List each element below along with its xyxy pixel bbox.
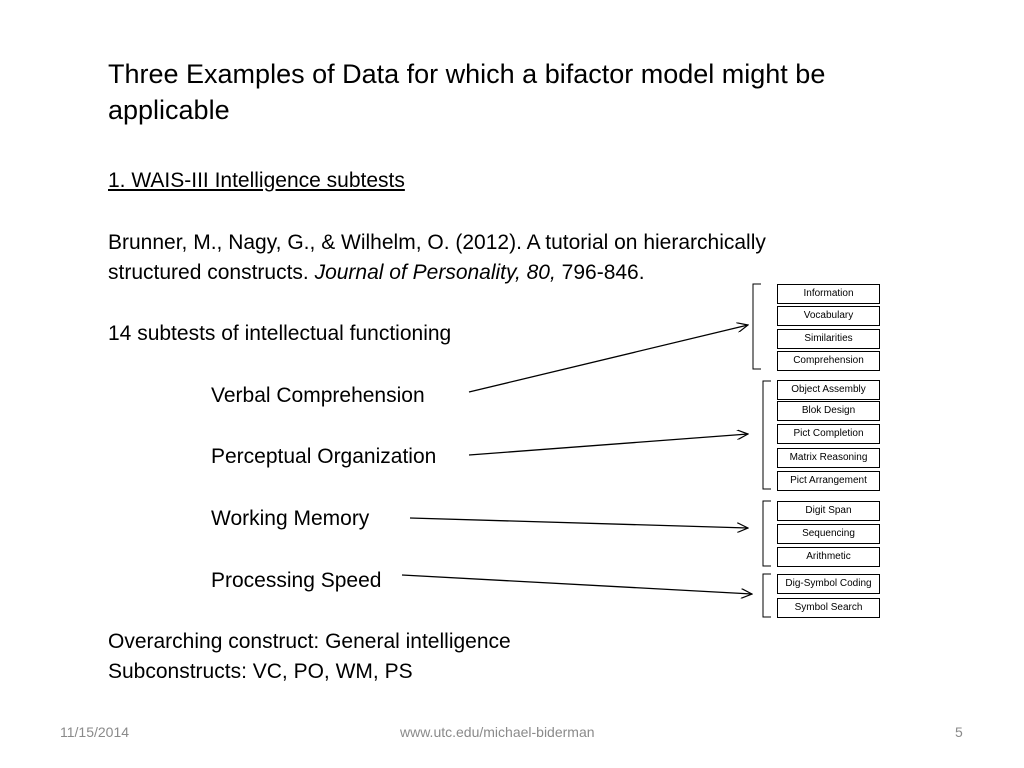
subtest-box: Object Assembly [777,380,880,400]
subtest-box: Symbol Search [777,598,880,618]
slide-title: Three Examples of Data for which a bifac… [108,59,826,125]
subtest-box: Information [777,284,880,304]
citation-text: structured constructs. [108,261,315,284]
subtest-box: Arithmetic [777,547,880,567]
subtest-box: Sequencing [777,524,880,544]
citation-pages: 796-846. [555,261,645,284]
bracket-wm [762,500,771,567]
footer-date: 11/15/2014 [60,724,130,740]
subtest-box: Blok Design [777,401,880,421]
subtest-box: Dig-Symbol Coding [777,574,880,594]
arrow-ps [401,574,752,594]
arrow-po [468,434,748,456]
subtest-box: Comprehension [777,351,880,371]
subtest-box: Similarities [777,329,880,349]
subtest-box: Pict Arrangement [777,471,880,491]
journal-name: Journal of Personality, 80, [314,261,556,284]
citation-line-2: structured constructs. Journal of Person… [108,261,645,285]
footer-page-number: 5 [955,724,963,740]
bracket-ps [762,573,771,618]
factor-label: Verbal Comprehension [211,384,425,407]
citation-line-1: Brunner, M., Nagy, G., & Wilhelm, O. (20… [108,231,766,254]
arrow-wm [409,517,748,528]
subconstructs: Subconstructs: VC, PO, WM, PS [108,660,413,683]
factor-label: Processing Speed [211,569,382,592]
subtest-box: Digit Span [777,501,880,521]
overarching-construct: Overarching construct: General intellige… [108,630,511,653]
factor-label: Working Memory [211,507,370,530]
factor-label: Perceptual Organization [211,445,437,468]
subtest-box: Matrix Reasoning [777,448,880,468]
subtest-box: Pict Completion [777,424,880,444]
subtests-intro: 14 subtests of intellectual functioning [108,322,452,345]
arrow-vc [468,325,748,393]
bracket-vc [752,283,761,370]
bracket-po [762,380,771,490]
subtest-box: Vocabulary [777,306,880,326]
footer-url: www.utc.edu/michael-biderman [400,724,595,740]
section-heading: 1. WAIS-III Intelligence subtests [108,169,405,192]
